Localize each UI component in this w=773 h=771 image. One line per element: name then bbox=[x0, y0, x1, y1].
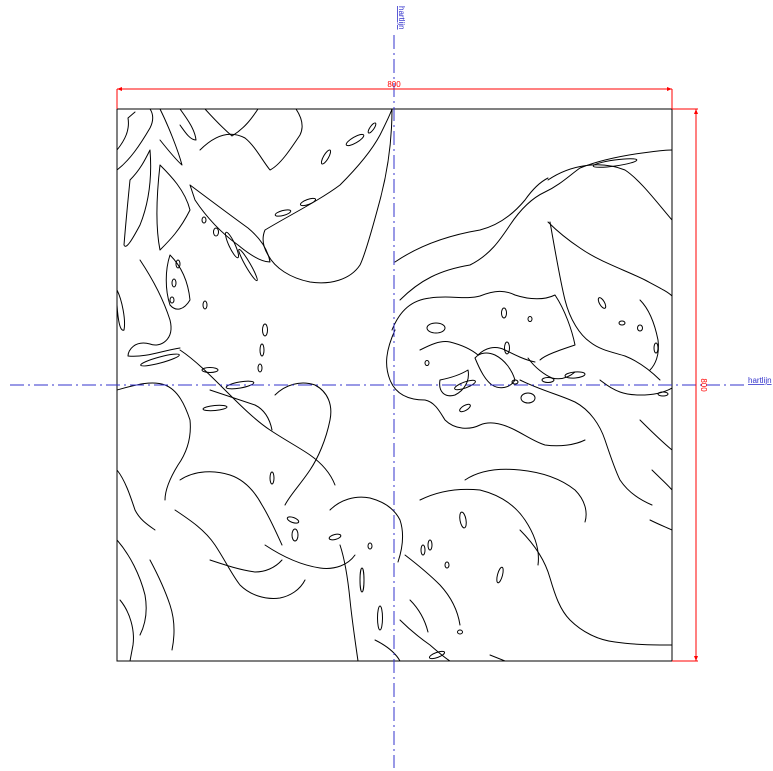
width-dimension-label: 800 bbox=[387, 80, 401, 89]
horizontal-axis-label: hartlijn bbox=[748, 376, 772, 385]
slot-holes bbox=[140, 122, 669, 660]
height-dimension-label: 800 bbox=[699, 378, 708, 392]
dimension-arrow-icon bbox=[694, 109, 698, 114]
cut-pattern bbox=[117, 109, 672, 661]
dimension-arrow-icon bbox=[117, 87, 122, 91]
dimension-arrow-icon bbox=[694, 656, 698, 661]
dimension-arrow-icon bbox=[667, 87, 672, 91]
vertical-axis-label: hartlijn bbox=[397, 6, 406, 30]
centerlines: hartlijn hartlijn bbox=[10, 6, 772, 768]
width-dimension: 800 bbox=[116, 80, 673, 109]
height-dimension: 800 bbox=[672, 108, 708, 662]
